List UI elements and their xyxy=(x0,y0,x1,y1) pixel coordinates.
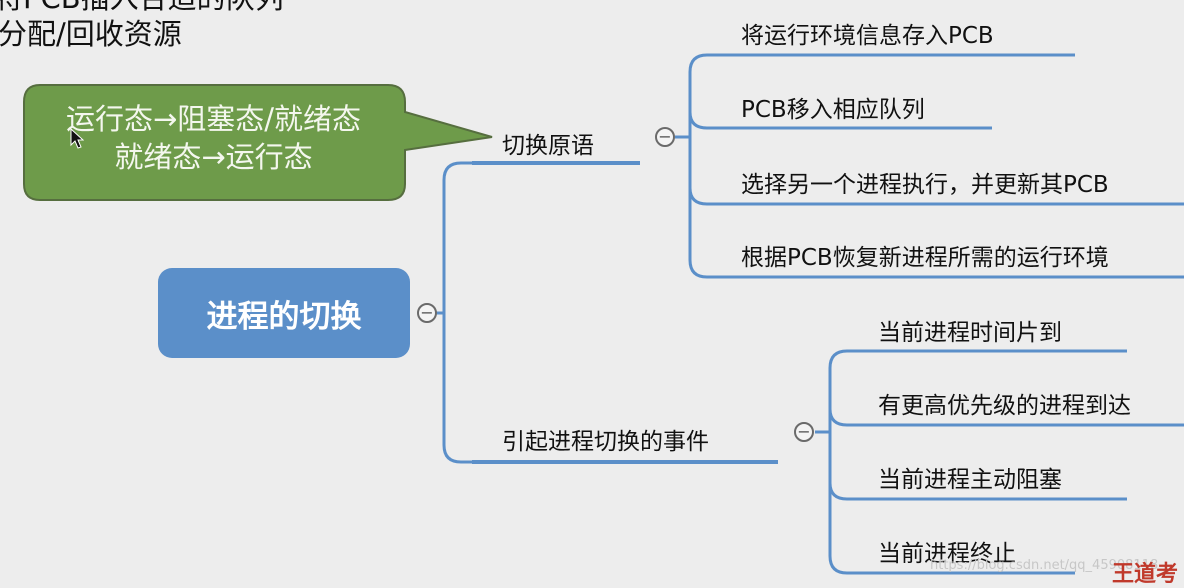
leaf-move-pcb[interactable]: PCB移入相应队列 xyxy=(741,97,925,123)
central-topic[interactable]: 进程的切换 xyxy=(158,268,410,358)
leaf-save-context[interactable]: 将运行环境信息存入PCB xyxy=(741,23,994,49)
mouse-cursor-icon xyxy=(70,128,84,149)
callout-bubble xyxy=(23,84,493,201)
collapse-toggle-branch-2[interactable]: − xyxy=(794,422,814,442)
header-line-1: 将PCB插入合适的队列 xyxy=(0,0,284,13)
leaf-time-slice-expired[interactable]: 当前进程时间片到 xyxy=(878,320,1062,346)
collapse-toggle-branch-1[interactable]: − xyxy=(655,127,675,147)
leaf-select-next-process[interactable]: 选择另一个进程执行，并更新其PCB xyxy=(741,172,1109,198)
leaf-higher-priority-arrives[interactable]: 有更高优先级的进程到达 xyxy=(878,393,1131,419)
brand-text: 王道考 xyxy=(1112,562,1179,587)
header-line-2: 分配/回收资源 xyxy=(0,17,182,51)
leaf-voluntary-block[interactable]: 当前进程主动阻塞 xyxy=(878,467,1062,493)
callout-line-1: 运行态→阻塞态/就绪态 xyxy=(65,102,362,136)
connector-root-branch-1 xyxy=(427,161,472,315)
callout: 运行态→阻塞态/就绪态 就绪态→运行态 xyxy=(26,100,401,176)
callout-line-2: 就绪态→运行态 xyxy=(114,140,313,174)
connector-branch-2-leaves xyxy=(815,349,1184,575)
connector-root-branch-2 xyxy=(442,313,472,464)
leaf-restore-context[interactable]: 根据PCB恢复新进程所需的运行环境 xyxy=(741,245,1109,271)
branch-label-switch-primitive[interactable]: 切换原语 xyxy=(502,133,594,159)
connector-branch-1-leaves xyxy=(675,53,1184,279)
collapse-toggle-root[interactable]: − xyxy=(417,303,437,323)
branch-label-switch-events[interactable]: 引起进程切换的事件 xyxy=(502,429,709,455)
leaf-process-terminated[interactable]: 当前进程终止 xyxy=(878,541,1016,567)
watermark: https://blog.csdn.net/qq_45908118 xyxy=(930,558,1159,573)
